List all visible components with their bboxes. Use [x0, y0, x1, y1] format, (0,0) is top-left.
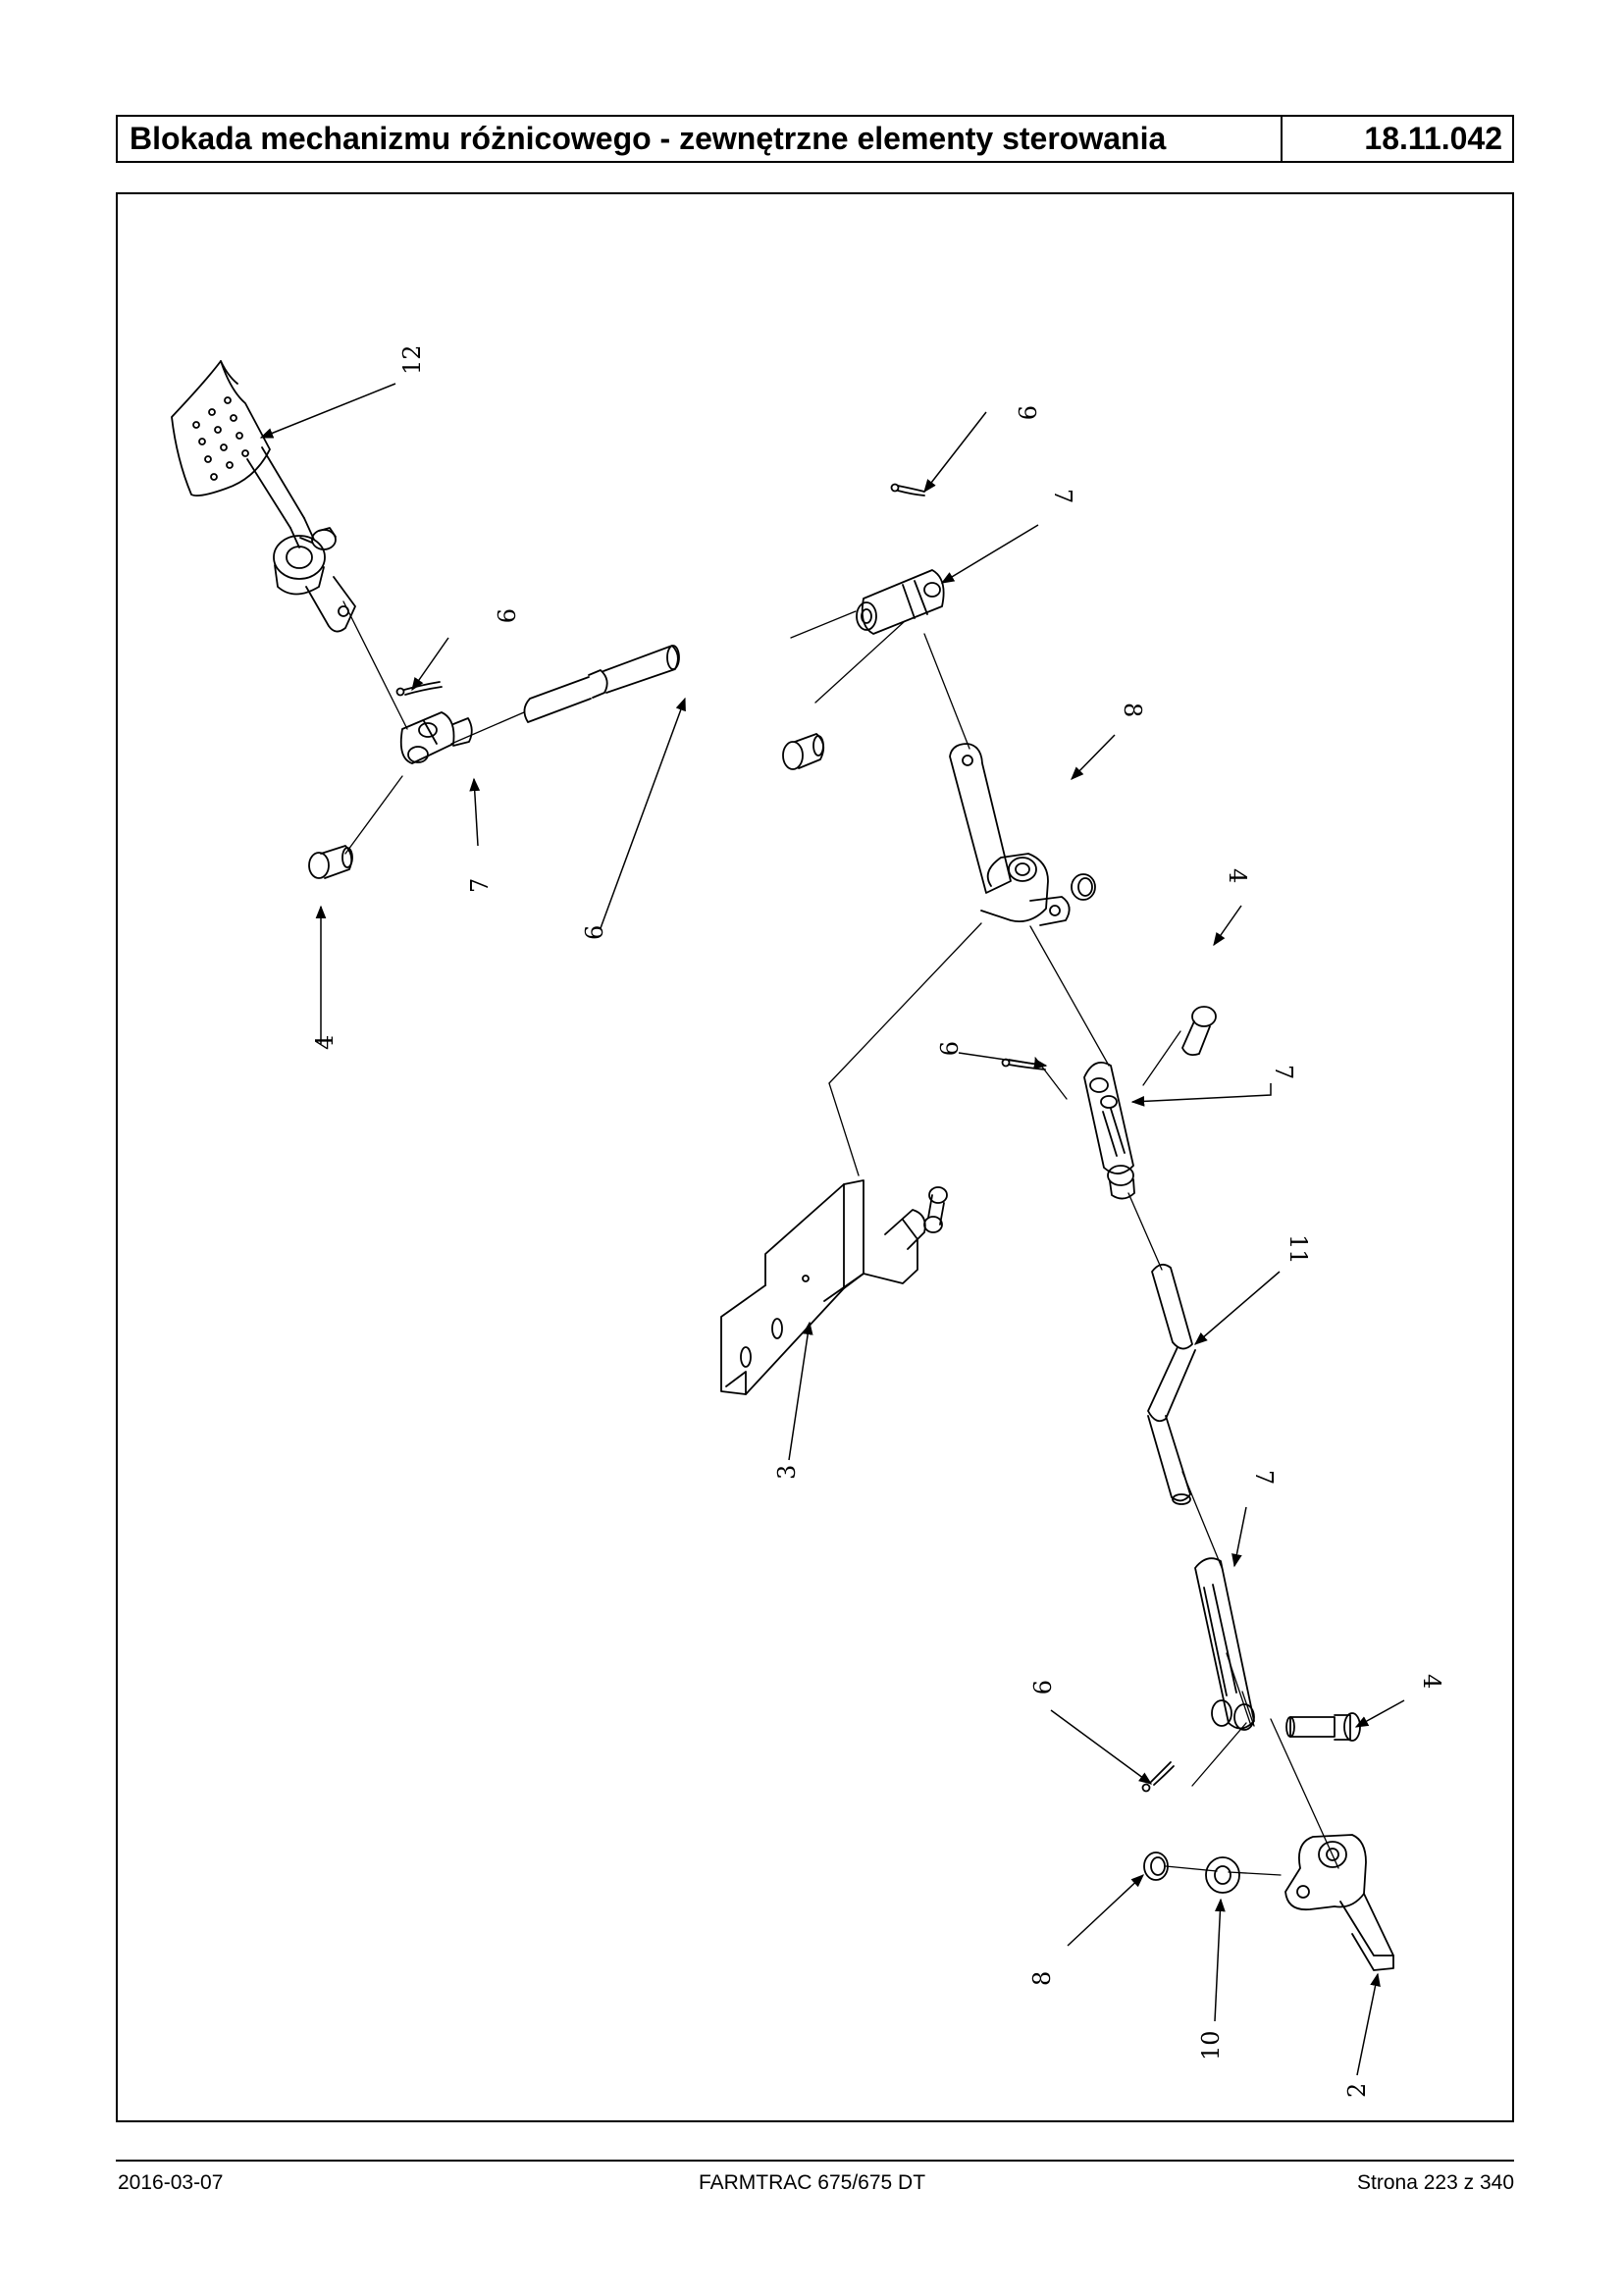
callout-label: 7 — [1270, 1065, 1297, 1079]
pin-lower — [1285, 1712, 1361, 1742]
mounting-bracket — [720, 1179, 948, 1395]
clevis-upper-left — [399, 711, 473, 764]
page-title: Blokada mechanizmu różnicowego - zewnętr… — [130, 121, 1167, 156]
callout-label: 8 — [1119, 703, 1146, 717]
callout-label: 8 — [1028, 1971, 1056, 1986]
cotter-pin-upper-right — [890, 483, 925, 496]
callout-label: 4 — [1418, 1674, 1445, 1689]
pin-right — [1181, 1006, 1217, 1057]
shaped-rod — [1147, 1263, 1196, 1505]
callout-label: 3 — [773, 1465, 801, 1480]
lever-arm — [1284, 1834, 1394, 1971]
pin-center — [782, 733, 825, 770]
footer-divider — [116, 2160, 1514, 2162]
exploded-parts-diagram: 12 9 7 9 7 6 4 8 4 9 7 3 11 7 9 4 8 10 2 — [171, 344, 1445, 2098]
pedal — [171, 360, 356, 633]
washer-upper — [1071, 873, 1096, 901]
callout-label: 12 — [398, 344, 426, 375]
callout-label: 7 — [466, 878, 494, 893]
pin-upper-left — [308, 845, 353, 879]
cotter-pin-lower — [1141, 1761, 1175, 1793]
callout-label: 11 — [1284, 1234, 1312, 1265]
callout-label: 6 — [581, 925, 608, 940]
footer-model: FARMTRAC 675/675 DT — [698, 2171, 926, 2194]
flat-washer — [1205, 1856, 1240, 1894]
bell-crank — [949, 743, 1071, 926]
footer-page-number: Strona 223 z 340 — [1357, 2171, 1514, 2194]
clevis-middle — [1083, 1062, 1135, 1200]
section-code: 18.11.042 — [1281, 117, 1512, 161]
callout-label: 9 — [1027, 1680, 1055, 1695]
callout-label: 4 — [311, 1035, 339, 1050]
footer-date: 2016-03-07 — [118, 2171, 224, 2194]
callout-label: 9 — [1013, 405, 1040, 420]
washer-lower — [1143, 1852, 1169, 1881]
callout-label: 9 — [492, 608, 519, 623]
cotter-pin-left — [395, 681, 443, 697]
assembly-lines — [342, 600, 1339, 1876]
threaded-rod — [523, 645, 680, 723]
page-header: Blokada mechanizmu różnicowego - zewnętr… — [116, 115, 1514, 163]
callout-label: 4 — [1224, 868, 1251, 883]
callout-label: 10 — [1197, 2030, 1225, 2060]
callout-label: 9 — [934, 1041, 962, 1056]
callout-label: 7 — [1250, 1470, 1278, 1485]
clevis-upper-right — [856, 569, 945, 635]
clevis-lower — [1194, 1557, 1255, 1731]
leader-lines — [259, 383, 1405, 2076]
diagram-frame: 12 9 7 9 7 6 4 8 4 9 7 3 11 7 9 4 8 10 2 — [116, 192, 1514, 2122]
callout-label: 7 — [1049, 489, 1076, 503]
callout-label: 2 — [1343, 2083, 1371, 2098]
